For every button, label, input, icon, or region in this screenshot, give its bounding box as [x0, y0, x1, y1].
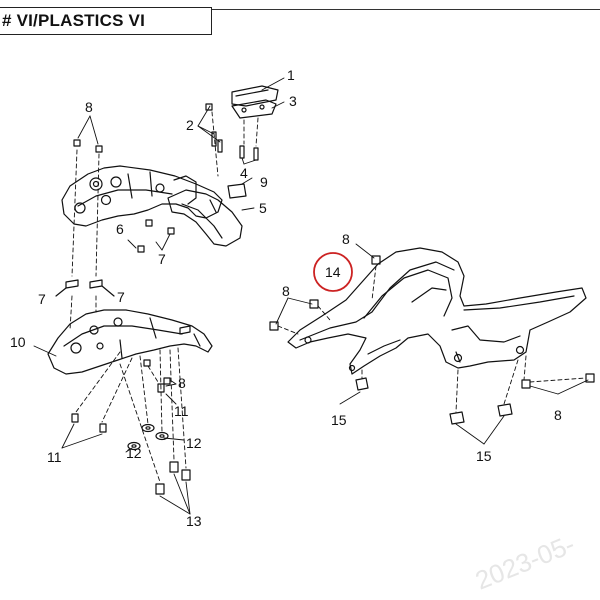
plate-part-9 [227, 183, 247, 199]
top-border-line [212, 9, 600, 10]
bolt-part-8-right [269, 255, 595, 389]
callout-8-e: 8 [554, 407, 562, 423]
bolt-part-13 [155, 461, 191, 495]
rear-fender-part-14 [287, 247, 587, 375]
washer-part-12 [127, 423, 169, 451]
screw-part-2 [205, 103, 223, 153]
tail-bracket-part-5 [167, 189, 243, 247]
clip-part-15 [355, 377, 513, 425]
callout-8-c: 8 [342, 231, 350, 247]
cover-part-3 [231, 99, 277, 119]
callout-7-a: 7 [158, 251, 166, 267]
callout-12-a: 12 [186, 435, 202, 451]
bolt-part-6 [137, 219, 175, 253]
leader-lines-middle [33, 345, 191, 515]
callout-7-c: 7 [117, 289, 125, 305]
callout-1: 1 [287, 67, 295, 83]
callout-11-a: 11 [174, 403, 189, 419]
leader-lines-right [275, 243, 589, 445]
callout-8-b: 8 [178, 375, 186, 391]
callout-2: 2 [186, 117, 194, 133]
bolt-part-8-top [73, 139, 103, 153]
page-title: # VI/PLASTICS VI [2, 11, 146, 30]
bolt-part-11 [71, 413, 107, 433]
callout-6: 6 [116, 221, 124, 237]
callout-8-d: 8 [282, 283, 290, 299]
alignment-lines-middle [69, 295, 187, 483]
callout-11-b: 11 [47, 449, 62, 465]
callout-8-a: 8 [85, 99, 93, 115]
callout-5: 5 [259, 200, 267, 216]
callout-15-a: 15 [331, 412, 347, 428]
cover-part-1 [231, 85, 279, 107]
grommet-part-7 [55, 279, 191, 335]
callout-13: 13 [186, 513, 202, 529]
callout-4: 4 [240, 165, 248, 181]
screw-part-4 [239, 145, 259, 161]
leader-lines-top [77, 77, 285, 251]
callout-9: 9 [260, 174, 268, 190]
alignment-lines-right [277, 265, 587, 413]
callout-3: 3 [289, 93, 297, 109]
callout-14: 14 [325, 264, 341, 280]
callout-7-b: 7 [38, 291, 46, 307]
callout-12-b: 12 [126, 445, 142, 461]
callout-10: 10 [10, 334, 26, 350]
alignment-lines-top [71, 111, 259, 277]
rear-frame-bracket [61, 165, 223, 227]
title-box: # VI/PLASTICS VI [0, 7, 212, 35]
bolt-part-8-middle [143, 359, 171, 393]
watermark-text: 2023-05- [471, 529, 579, 596]
callout-15-b: 15 [476, 448, 492, 464]
highlight-circle-part-14 [313, 252, 353, 292]
fender-bracket-part-10 [47, 309, 213, 375]
